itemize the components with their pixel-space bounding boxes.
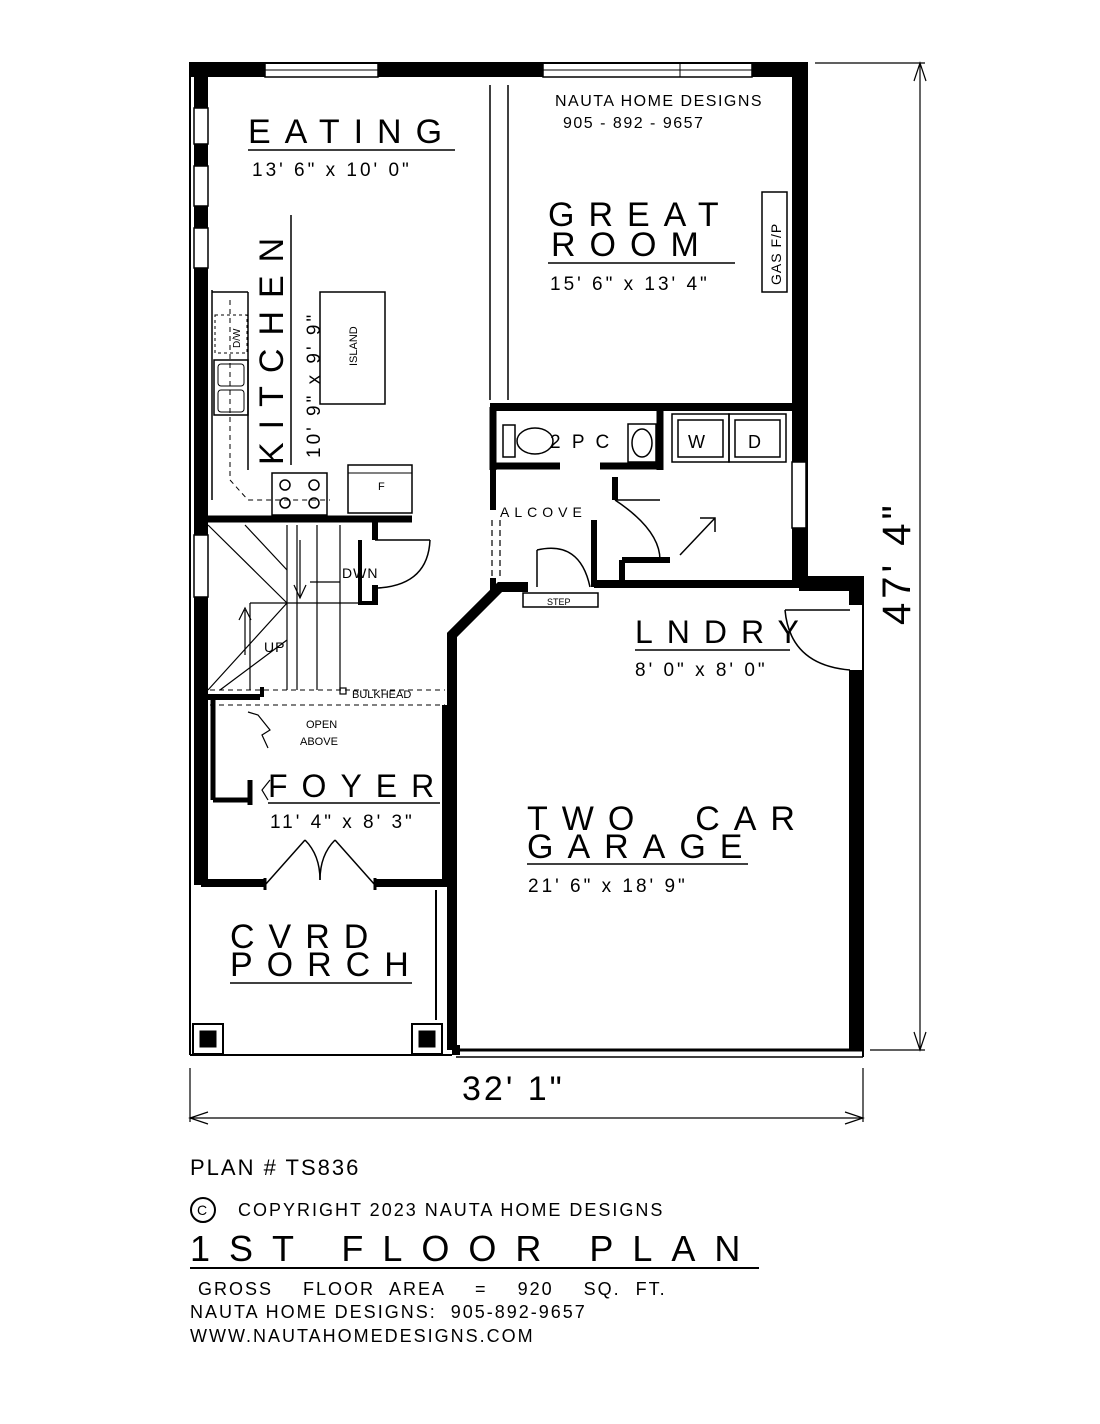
- kitchen-fixtures: [211, 290, 413, 516]
- eating-dims: 13' 6" x 10' 0": [252, 160, 412, 181]
- step-label: STEP: [547, 597, 571, 607]
- open-above-label-2: ABOVE: [300, 736, 338, 748]
- dishwasher-label: D/W: [232, 328, 243, 348]
- open-above-label-1: OPEN: [306, 719, 337, 731]
- stair-down-label: DWN: [342, 565, 378, 581]
- powder-room-label: 2 P C: [550, 432, 612, 453]
- interior-walls: [201, 85, 799, 1055]
- garage-dims: 21' 6" x 18' 9": [528, 876, 688, 897]
- washer-label: W: [688, 432, 706, 452]
- plan-number: PLAN # TS836: [190, 1155, 361, 1180]
- overall-width-dim: 32' 1": [462, 1070, 565, 1108]
- bath-laundry-fixtures: [502, 191, 788, 463]
- floor-plan-title: 1ST FLOOR PLAN: [190, 1228, 760, 1269]
- gas-fireplace-label: GAS F/P: [768, 223, 784, 285]
- door-swings: [264, 499, 851, 886]
- stair-up-label: UP: [264, 639, 285, 655]
- copyright-text: COPYRIGHT 2023 NAUTA HOME DESIGNS: [238, 1199, 665, 1220]
- great-room-label-1: GREAT: [548, 196, 733, 234]
- laundry-dims: 8' 0" x 8' 0": [635, 660, 768, 681]
- copyright-line: C COPYRIGHT 2023 NAUTA HOME DESIGNS: [190, 1197, 664, 1223]
- laundry-label: LNDRY: [635, 614, 813, 650]
- fridge-label: F: [378, 481, 385, 493]
- kitchen-dims: 10' 9" x 9' 9": [304, 312, 325, 458]
- contact-phone: NAUTA HOME DESIGNS: 905-892-9657: [190, 1302, 587, 1322]
- porch-label-2: PORCH: [230, 946, 423, 984]
- designer-name: NAUTA HOME DESIGNS: [555, 93, 763, 110]
- foyer-label: FOYER: [268, 768, 448, 804]
- website-link[interactable]: WWW.NAUTAHOMEDESIGNS.COM: [190, 1326, 535, 1346]
- exterior-walls: [189, 62, 864, 1058]
- designer-phone: 905 - 892 - 9657: [563, 115, 704, 132]
- foyer-dims: 11' 4" x 8' 3": [270, 812, 415, 833]
- kitchen-label: KITCHEN: [253, 225, 291, 465]
- garage-label-2: GARAGE: [527, 828, 756, 866]
- dimension-lines: [188, 61, 927, 1125]
- great-room-label-2: ROOM: [551, 226, 713, 264]
- copyright-icon: C: [190, 1197, 216, 1223]
- alcove-label: ALCOVE: [500, 504, 587, 520]
- porch-label-1: CVRD: [230, 918, 382, 956]
- staircase: [207, 524, 360, 801]
- garage-label-1: TWO CAR: [527, 800, 809, 838]
- bulkhead-label: BULKHEAD: [352, 689, 411, 701]
- floor-plan-drawing: NAUTA HOME DESIGNS 905 - 892 - 9657 EATI…: [188, 61, 927, 1125]
- dryer-label: D: [748, 432, 762, 452]
- overall-depth-dim: 47' 4": [875, 501, 919, 625]
- great-room-dims: 15' 6" x 13' 4": [550, 274, 710, 295]
- island-label: ISLAND: [348, 326, 360, 366]
- plan-labels: NAUTA HOME DESIGNS 905 - 892 - 9657 EATI…: [230, 93, 919, 1108]
- gross-floor-area: GROSS FLOOR AREA = 920 SQ. FT.: [198, 1279, 667, 1299]
- eating-label: EATING: [248, 113, 456, 151]
- porch-structure: [189, 885, 452, 1056]
